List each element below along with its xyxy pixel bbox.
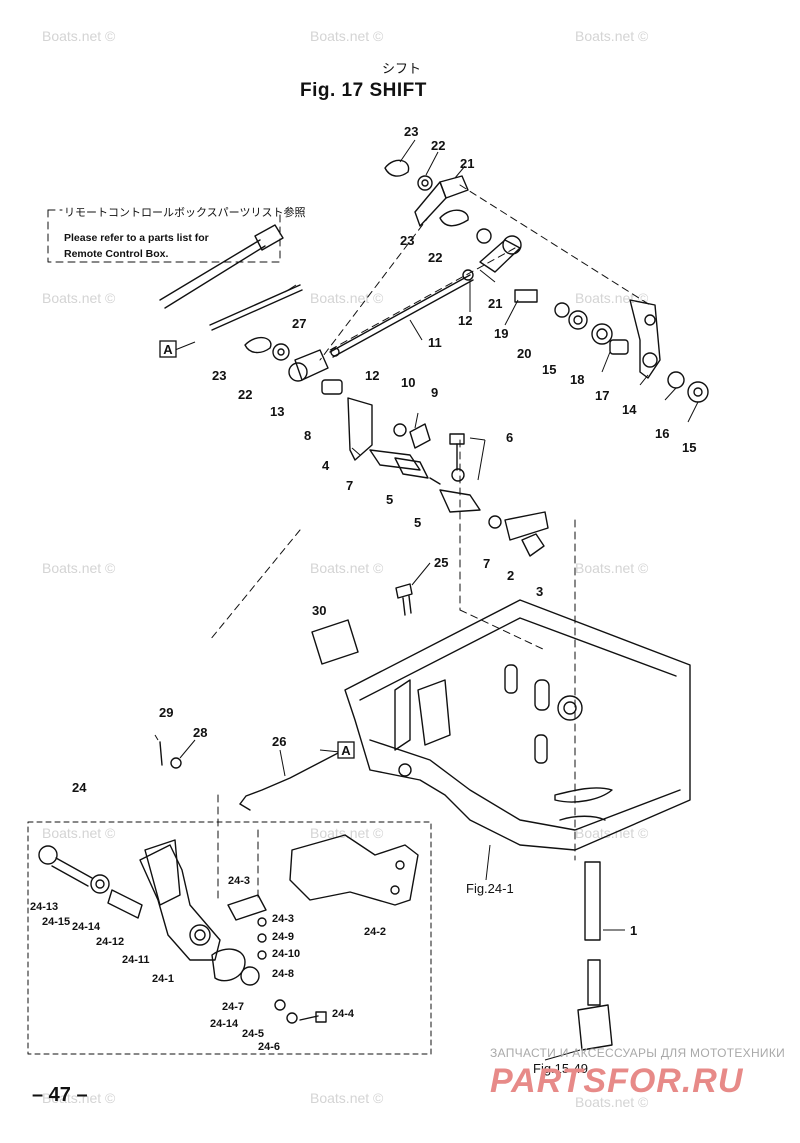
callout: 12 <box>365 368 379 383</box>
reference-note-english: Please refer to a parts list for Remote … <box>64 230 264 262</box>
callout: 7 <box>483 556 490 571</box>
callout: 24-7 <box>222 1001 244 1013</box>
watermark: Boats.net © <box>575 1094 649 1110</box>
watermark: Boats.net © <box>310 1090 384 1106</box>
watermark: Boats.net © <box>42 290 116 306</box>
shop-logo: PARTSFOR.RU <box>490 1062 744 1100</box>
watermark: Boats.net © <box>42 28 116 44</box>
callout: 24-15 <box>42 916 70 928</box>
callout: 27 <box>292 316 306 331</box>
callout: 25 <box>434 555 448 570</box>
callout: 14 <box>622 402 637 417</box>
reference-note-line: Please refer to a parts list for <box>64 232 209 244</box>
section-mark: A <box>159 340 177 358</box>
callout: 15 <box>682 440 696 455</box>
watermark: Boats.net © <box>310 560 384 576</box>
figure-ref-cover: Fig.24-1 <box>466 881 514 896</box>
callout: 13 <box>270 404 284 419</box>
callout: 1 <box>630 923 637 938</box>
callout: 23 <box>404 124 418 139</box>
callout: 23 <box>212 368 226 383</box>
callout: 21 <box>460 156 474 171</box>
reference-note-line: Remote Control Box. <box>64 248 169 260</box>
watermark: Boats.net © <box>310 290 384 306</box>
callout: 10 <box>401 375 415 390</box>
shop-tagline: ЗАПЧАСТИ И АКСЕССУАРЫ ДЛЯ МОТОТЕХНИКИ <box>490 1046 786 1060</box>
watermark: Boats.net © <box>310 28 384 44</box>
callout: 22 <box>431 138 445 153</box>
section-mark-label: A <box>341 743 351 758</box>
callouts: 23 22 21 23 22 21 12 19 20 15 18 17 14 1… <box>30 124 696 1053</box>
page-number: – 47 – <box>32 1084 88 1106</box>
callout: 23 <box>400 233 414 248</box>
callout: 19 <box>494 326 508 341</box>
callout: 22 <box>428 250 442 265</box>
callout: 24-3 <box>272 913 294 925</box>
callout: 26 <box>272 734 286 749</box>
watermark: Boats.net © <box>42 825 116 841</box>
callout: 7 <box>346 478 353 493</box>
callout: 24-5 <box>242 1028 264 1040</box>
callout: 24-8 <box>272 968 294 980</box>
callout: 24-14 <box>210 1018 239 1030</box>
callout: 24-13 <box>30 901 58 913</box>
callout: 24-9 <box>272 931 294 943</box>
callout: 2 <box>507 568 514 583</box>
callout: 3 <box>536 584 543 599</box>
watermark: Boats.net © <box>42 1090 116 1106</box>
callout: 22 <box>238 387 252 402</box>
reference-note-japanese: リモートコントロールボックスパーツリスト参照 <box>64 206 306 219</box>
callout: 20 <box>517 346 531 361</box>
callout: 24 <box>72 780 87 795</box>
callout: 24-6 <box>258 1041 280 1053</box>
figure-ref-rod: Fig.15-49 <box>533 1061 588 1076</box>
callout: 24-1 <box>152 973 174 985</box>
callout: 12 <box>458 313 472 328</box>
callout: 24-12 <box>96 936 124 948</box>
section-mark: A <box>337 741 355 759</box>
watermark: Boats.net © <box>42 560 116 576</box>
callout: 24-4 <box>332 1008 355 1020</box>
callout: 6 <box>506 430 513 445</box>
callout: 29 <box>159 705 173 720</box>
callout: 11 <box>428 335 442 350</box>
callout: 24-14 <box>72 921 101 933</box>
callout: 4 <box>322 458 330 473</box>
watermark: Boats.net © <box>575 825 649 841</box>
callout: 24-11 <box>122 954 150 966</box>
watermark: Boats.net © <box>575 560 649 576</box>
callout: 30 <box>312 603 326 618</box>
title-japanese: シフト <box>382 62 422 77</box>
section-mark-label: A <box>163 342 173 357</box>
watermark: Boats.net © <box>310 825 384 841</box>
watermark: Boats.net © <box>575 28 649 44</box>
callout: 21 <box>488 296 502 311</box>
callout: 24-2 <box>364 926 386 938</box>
callout: 5 <box>414 515 421 530</box>
callout: 15 <box>542 362 556 377</box>
callout: 24-10 <box>272 948 300 960</box>
callout: 17 <box>595 388 609 403</box>
page-title: Fig. 17 SHIFT <box>300 80 427 101</box>
callout: 28 <box>193 725 207 740</box>
callout: 9 <box>431 385 438 400</box>
callout: 8 <box>304 428 311 443</box>
callout: 16 <box>655 426 669 441</box>
callout: 18 <box>570 372 584 387</box>
callout: 5 <box>386 492 393 507</box>
callout: 24-3 <box>228 875 250 887</box>
